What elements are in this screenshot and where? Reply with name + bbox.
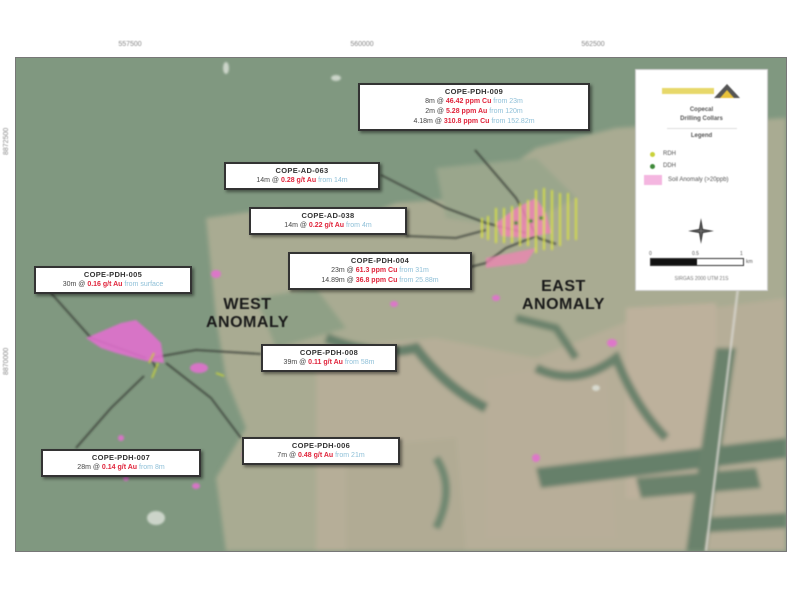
sun-icon <box>719 90 734 98</box>
intercept-row: 39m @ 0.11 g/t Au from 58m <box>283 359 375 366</box>
legend-item-soil-anomaly: Soil Anomaly (>20ppb) <box>644 175 767 185</box>
scale-mid: 0.5 <box>692 251 699 257</box>
legend-title: Legend <box>690 133 713 139</box>
easting-tick-3: 562500 <box>581 41 605 48</box>
scale-bar <box>650 258 744 266</box>
callout-cope-pdh-004[interactable]: COPE-PDH-004 23m @ 61.3 ppm Cu from 31m … <box>288 252 472 290</box>
west-anomaly-label: WEST ANOMALY <box>206 296 289 332</box>
intercept-row: 14.89m @ 36.8 ppm Cu from 25.88m <box>321 277 439 284</box>
intercept-row: 7m @ 0.48 g/t Au from 21m <box>277 452 365 459</box>
scale-max: 1 <box>740 251 743 257</box>
intercept-row: 2m @ 5.28 ppm Au from 120m <box>425 108 523 115</box>
intercept-row: 14m @ 0.22 g/t Au from 4m <box>284 222 372 229</box>
west-soil-anomaly <box>86 320 164 363</box>
easting-tick-1: 557500 <box>118 41 142 48</box>
callout-cope-pdh-007[interactable]: COPE-PDH-007 28m @ 0.14 g/t Au from 8m <box>41 449 201 477</box>
intercept-row: 4.18m @ 310.8 ppm Cu from 152.82m <box>413 118 535 125</box>
drillhole-id: COPE-AD-038 <box>301 211 355 220</box>
soil-anomaly-swatch-icon <box>644 175 662 185</box>
callout-cope-pdh-009[interactable]: COPE-PDH-009 8m @ 46.42 ppm Cu from 23m … <box>358 83 590 131</box>
intercept-row: 30m @ 0.16 g/t Au from surface <box>62 281 164 288</box>
projection-credit: SIRGAS 2000 UTM 21S <box>674 276 729 282</box>
east-anomaly-label: EAST ANOMALY <box>522 278 605 314</box>
drillhole-id: COPE-PDH-009 <box>444 87 504 96</box>
map-legend: Copecal Drilling Collars Legend RDH DDH … <box>635 69 768 291</box>
callout-cope-ad-038[interactable]: COPE-AD-038 14m @ 0.22 g/t Au from 4m <box>249 207 407 235</box>
drillhole-id: COPE-PDH-007 <box>91 453 151 462</box>
north-arrow-icon <box>688 218 714 244</box>
drillhole-id: COPE-PDH-004 <box>350 256 410 265</box>
intercept-row: 8m @ 46.42 ppm Cu from 23m <box>425 98 523 105</box>
legend-item-ddh: DDH <box>650 163 767 169</box>
northing-tick-2: 8870000 <box>3 347 10 375</box>
east-anomaly-line2: ANOMALY <box>522 296 605 313</box>
scale-min: 0 <box>649 251 652 257</box>
scale-unit: km <box>746 259 753 265</box>
east-anomaly-line1: EAST <box>541 278 586 295</box>
callout-cope-pdh-005[interactable]: COPE-PDH-005 30m @ 0.16 g/t Au from surf… <box>34 266 192 294</box>
west-anomaly-line1: WEST <box>223 296 272 313</box>
satellite-map[interactable]: WEST ANOMALY EAST ANOMALY COPE-PDH-009 8… <box>15 57 787 552</box>
legend-divider <box>666 128 737 129</box>
easting-tick-2: 560000 <box>350 41 374 48</box>
west-anomaly-line2: ANOMALY <box>206 314 289 331</box>
legend-item-rdh: RDH <box>650 151 767 157</box>
drillhole-id: COPE-PDH-008 <box>299 348 359 357</box>
rdh-collar-icon <box>650 151 655 157</box>
ddh-collar-icon <box>650 163 655 169</box>
drillhole-id: COPE-AD-063 <box>275 166 329 175</box>
northing-tick-1: 8872500 <box>3 127 10 155</box>
legend-subtitle: Copecal Drilling Collars <box>680 107 723 122</box>
callout-cope-ad-063[interactable]: COPE-AD-063 14m @ 0.28 g/t Au from 14m <box>224 162 380 190</box>
intercept-row: 28m @ 0.14 g/t Au from 8m <box>77 464 165 471</box>
drillhole-id: COPE-PDH-005 <box>83 270 143 279</box>
callout-cope-pdh-006[interactable]: COPE-PDH-006 7m @ 0.48 g/t Au from 21m <box>242 437 400 465</box>
company-logo <box>661 84 742 98</box>
intercept-row: 23m @ 61.3 ppm Cu from 31m <box>331 267 429 274</box>
callout-cope-pdh-008[interactable]: COPE-PDH-008 39m @ 0.11 g/t Au from 58m <box>261 344 397 372</box>
intercept-row: 14m @ 0.28 g/t Au from 14m <box>256 177 348 184</box>
drillhole-id: COPE-PDH-006 <box>291 441 351 450</box>
logo-wordmark <box>661 88 714 94</box>
